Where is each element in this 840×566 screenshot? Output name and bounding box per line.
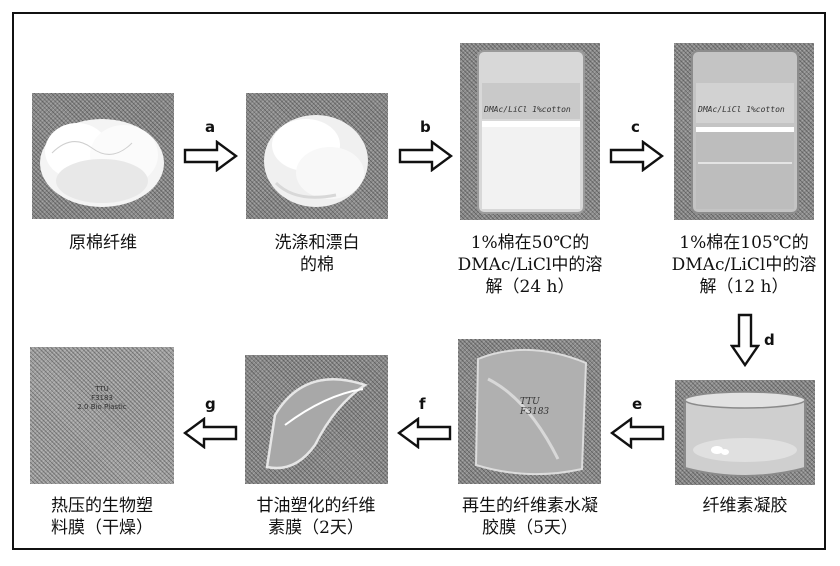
bioplastic-label-line: TTU: [95, 385, 109, 393]
step-label-c: c: [631, 118, 640, 136]
step-label-e: e: [632, 395, 643, 413]
photo-glycerol-film: [245, 355, 388, 484]
photo-bioplastic-film: TTU F3183 2.0 Bio Plastic: [30, 347, 174, 484]
caption-washed-cotton: 洗涤和漂白 的棉: [246, 232, 388, 276]
caption-cellulose-gel: 纤维素凝胶: [665, 495, 825, 517]
caption-line: 纤维素凝胶: [702, 496, 788, 516]
film-label-line: F3183: [520, 407, 550, 417]
arrow-e: [610, 417, 665, 449]
caption-line: 1%棉在50℃的: [470, 233, 590, 253]
caption-glycerol-film: 甘油塑化的纤维 素膜（2天）: [226, 495, 406, 539]
caption-line: DMAc/LiCl中的溶: [671, 255, 817, 275]
arrow-b: [398, 140, 453, 172]
arrow-c: [609, 140, 664, 172]
arrow-g: [183, 417, 238, 449]
beaker-label: DMAc/LiCl 1%cotton: [698, 105, 785, 114]
gel-dish-image: [684, 391, 806, 477]
caption-line: 1%棉在105℃的: [679, 233, 809, 253]
caption-line: 胶膜（5天）: [482, 518, 578, 538]
hydrogel-film-image: [474, 348, 588, 476]
caption-line: 料膜（干燥）: [51, 518, 153, 538]
caption-line: 的棉: [300, 255, 334, 275]
beaker-image: [477, 50, 585, 214]
caption-line: 甘油塑化的纤维: [256, 496, 376, 516]
glycerol-film-image: [265, 378, 368, 470]
caption-bioplastic-film: 热压的生物塑 料膜（干燥）: [22, 495, 182, 539]
bioplastic-label-line: 2.0 Bio Plastic: [77, 403, 127, 411]
caption-hydrogel-film: 再生的纤维素水凝 胶膜（5天）: [440, 495, 620, 539]
caption-line: 解（24 h）: [485, 277, 575, 297]
film-label-line: TTU: [520, 397, 540, 407]
beaker-label: DMAc/LiCl 1%cotton: [484, 105, 571, 114]
bioplastic-label: TTU F3183 2.0 Bio Plastic: [70, 385, 134, 412]
bioplastic-label-line: F3183: [91, 394, 113, 402]
beaker-image: [691, 50, 799, 214]
step-label-d: d: [764, 331, 775, 349]
photo-washed-cotton: [246, 93, 388, 219]
caption-raw-cotton: 原棉纤维: [32, 232, 174, 254]
step-label-b: b: [420, 118, 431, 136]
photo-cellulose-gel: [675, 380, 815, 485]
caption-line: 热压的生物塑: [51, 496, 153, 516]
caption-beaker-105c: 1%棉在105℃的 DMAc/LiCl中的溶 解（12 h）: [652, 232, 836, 298]
caption-beaker-50c: 1%棉在50℃的 DMAc/LiCl中的溶 解（24 h）: [440, 232, 620, 298]
photo-hydrogel-film: TTU F3183: [458, 339, 601, 484]
washed-cotton-image: [264, 115, 368, 207]
cotton-image: [40, 119, 164, 207]
step-label-a: a: [205, 118, 216, 136]
arrow-f: [397, 417, 452, 449]
caption-line: 解（12 h）: [699, 277, 789, 297]
caption-line: 再生的纤维素水凝: [462, 496, 598, 516]
caption-line: 素膜（2天）: [268, 518, 364, 538]
caption-line: DMAc/LiCl中的溶: [457, 255, 603, 275]
step-label-f: f: [419, 395, 426, 413]
photo-beaker-105c: DMAc/LiCl 1%cotton: [674, 43, 814, 220]
photo-raw-cotton: [32, 93, 174, 219]
step-label-g: g: [205, 395, 216, 413]
film-label: TTU F3183: [520, 397, 549, 417]
caption-line: 原棉纤维: [69, 233, 137, 253]
caption-line: 洗涤和漂白: [274, 233, 360, 253]
arrow-a: [183, 140, 238, 172]
figure-frame: [12, 12, 826, 550]
arrow-d: [730, 313, 760, 367]
photo-beaker-50c: DMAc/LiCl 1%cotton: [460, 43, 600, 220]
